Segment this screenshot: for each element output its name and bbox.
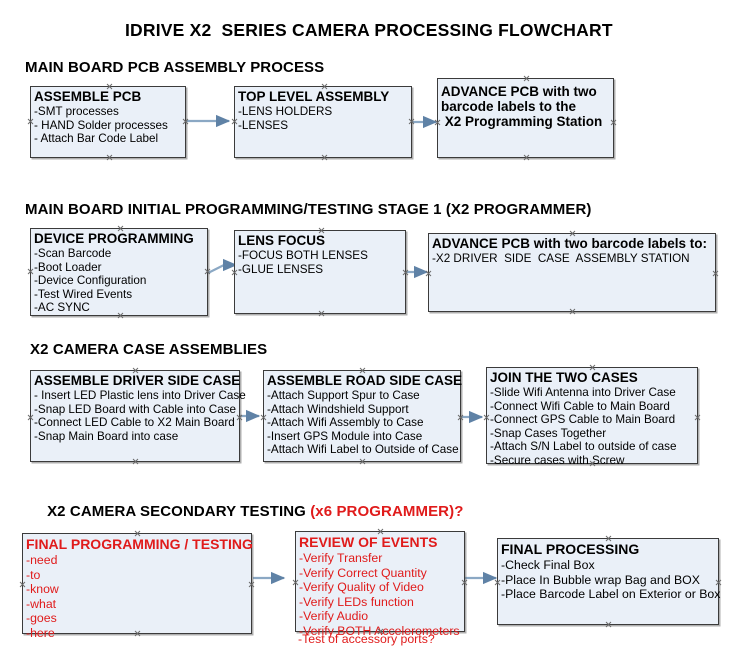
node-head: ASSEMBLE PCB bbox=[34, 89, 142, 104]
node-head: ADVANCE PCB with two barcode labels to: bbox=[432, 236, 708, 251]
node-line: -Attach S/N Label to outside of case bbox=[490, 440, 677, 454]
node-line: -Attach Wifi Label to Outside of Case bbox=[267, 443, 459, 457]
node-line: -know bbox=[26, 582, 59, 597]
node-head: FINAL PROCESSING bbox=[501, 541, 640, 557]
node-line: -Check Final Box bbox=[501, 558, 595, 572]
node-line: - Attach Bar Code Label bbox=[34, 132, 159, 146]
node-line: -here bbox=[26, 625, 55, 640]
node-line: -Insert GPS Module into Case bbox=[267, 429, 423, 443]
node-line: -Device Configuration bbox=[34, 274, 147, 288]
node-final-programming-testing[interactable]: FINAL PROGRAMMING / TESTING -need -to -k… bbox=[22, 533, 253, 640]
node-line: - HAND Solder processes bbox=[34, 118, 168, 132]
section-heading-main-board-pcb-assembly: MAIN BOARD PCB ASSEMBLY PROCESS bbox=[25, 59, 325, 76]
node-line: -SMT processes bbox=[34, 105, 119, 118]
node-join-the-two-cases[interactable]: JOIN THE TWO CASES -Slide Wifi Antenna i… bbox=[486, 367, 698, 467]
node-line: -Attach Wifi Assembly to Case bbox=[267, 416, 424, 430]
section-heading-suffix: (x6 PROGRAMMER)? bbox=[310, 503, 464, 520]
node-top-level-assembly[interactable]: TOP LEVEL ASSEMBLY -LENS HOLDERS -LENSES bbox=[234, 86, 412, 158]
node-advance-pcb-driver-side[interactable]: ADVANCE PCB with two barcode labels to: … bbox=[428, 233, 716, 312]
node-line: -Verify LEDs function bbox=[299, 594, 414, 609]
node-head: ADVANCE PCB with two barcode labels to t… bbox=[441, 84, 603, 129]
arrow-device-prog-to-lens-focus bbox=[207, 258, 238, 274]
node-line: -Snap Cases Together bbox=[490, 426, 607, 440]
node-review-of-events[interactable]: REVIEW OF EVENTS -Verify Transfer -Verif… bbox=[295, 531, 465, 638]
node-line: -Attach Windshield Support bbox=[267, 402, 409, 416]
page-title: IDRIVE X2 SERIES CAMERA PROCESSING FLOWC… bbox=[125, 20, 613, 40]
node-line: -AC SYNC bbox=[34, 301, 90, 315]
node-line: -Verify Audio bbox=[299, 609, 369, 624]
node-line: -goes bbox=[26, 611, 57, 626]
node-line: -Verify Quality of Video bbox=[299, 580, 424, 595]
node-head: LENS FOCUS bbox=[238, 233, 326, 248]
node-line: -Place Barcode Label on Exterior or Box bbox=[501, 587, 721, 602]
node-head: FINAL PROGRAMMING / TESTING bbox=[26, 536, 253, 552]
node-lens-focus[interactable]: LENS FOCUS -FOCUS BOTH LENSES -GLUE LENS… bbox=[234, 230, 406, 314]
node-assemble-road-side-case[interactable]: ASSEMBLE ROAD SIDE CASE -Attach Support … bbox=[263, 370, 463, 462]
node-line: -Snap LED Board with Cable into Case bbox=[34, 402, 237, 416]
node-line: -Connect GPS Cable to Main Board bbox=[490, 413, 676, 427]
node-line: -FOCUS BOTH LENSES bbox=[238, 249, 368, 262]
node-line: -Connect Wifi Cable to Main Board bbox=[490, 399, 670, 413]
node-device-programming[interactable]: DEVICE PROGRAMMING -Scan Barcode -Boot L… bbox=[30, 228, 208, 316]
node-assemble-pcb[interactable]: ASSEMBLE PCB -SMT processes - HAND Solde… bbox=[30, 86, 186, 158]
node-line: -Boot Loader bbox=[34, 260, 102, 274]
node-line: -Verify Correct Quantity bbox=[299, 565, 427, 580]
section-heading-x2-camera-secondary-testing: X2 CAMERA SECONDARY TESTING (x6 PROGRAMM… bbox=[30, 486, 463, 537]
node-line: -need bbox=[26, 553, 58, 567]
node-final-processing[interactable]: FINAL PROCESSING -Check Final Box -Place… bbox=[497, 538, 721, 625]
node-line: -LENS HOLDERS bbox=[238, 105, 333, 118]
node-line: -Secure cases with Screw bbox=[490, 453, 625, 467]
node-head: ASSEMBLE ROAD SIDE CASE bbox=[267, 373, 463, 388]
node-head: DEVICE PROGRAMMING bbox=[34, 231, 194, 246]
node-line: -Snap Main Board into case bbox=[34, 429, 179, 443]
section-heading-text: X2 CAMERA SECONDARY TESTING bbox=[47, 503, 311, 520]
node-line: -Attach Support Spur to Case bbox=[267, 389, 420, 402]
node-head: JOIN THE TWO CASES bbox=[490, 370, 638, 385]
section-heading-x2-camera-case-assemblies: X2 CAMERA CASE ASSEMBLIES bbox=[30, 341, 268, 358]
node-line: -X2 DRIVER SIDE CASE ASSEMBLY STATION bbox=[432, 252, 690, 265]
node-head: TOP LEVEL ASSEMBLY bbox=[238, 89, 390, 104]
node-line: -LENSES bbox=[238, 118, 289, 132]
node-assemble-driver-side-case[interactable]: ASSEMBLE DRIVER SIDE CASE - Insert LED P… bbox=[30, 370, 246, 462]
node-line: -Scan Barcode bbox=[34, 247, 112, 260]
node-advance-pcb-programming-station[interactable]: ADVANCE PCB with two barcode labels to t… bbox=[437, 78, 614, 158]
node-head: ASSEMBLE DRIVER SIDE CASE bbox=[34, 373, 241, 388]
node-head: REVIEW OF EVENTS bbox=[299, 534, 438, 550]
node-line: -Verify Transfer bbox=[299, 551, 383, 565]
node-line: -Test Wired Events bbox=[34, 287, 133, 301]
node-line: -GLUE LENSES bbox=[238, 262, 324, 276]
section-heading-main-board-initial-programming: MAIN BOARD INITIAL PROGRAMMING/TESTING S… bbox=[25, 201, 592, 218]
node-line: -Verify BOTH Accelerometers bbox=[299, 623, 460, 638]
node-line: -Connect LED Cable to X2 Main Board bbox=[34, 416, 235, 430]
node-review-of-events-overflow-line: -Test of accessory ports? bbox=[298, 632, 435, 646]
node-line: - Insert LED Plastic lens into Driver Ca… bbox=[34, 389, 246, 402]
node-line: -Slide Wifi Antenna into Driver Case bbox=[490, 386, 676, 399]
node-line: -to bbox=[26, 567, 41, 582]
node-line: -Place In Bubble wrap Bag and BOX bbox=[501, 572, 700, 587]
node-line: -what bbox=[26, 596, 57, 611]
